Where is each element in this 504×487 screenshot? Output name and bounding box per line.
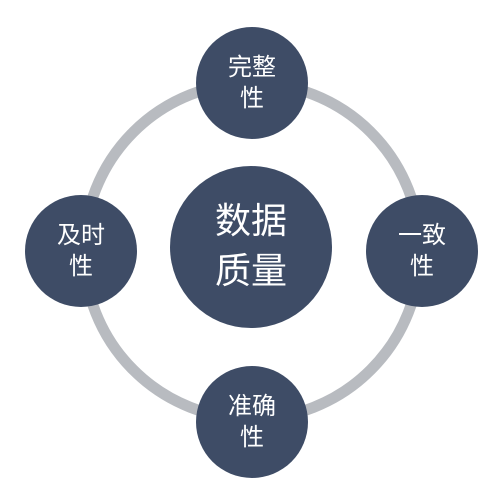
node-label-timeliness: 及时 性: [57, 220, 105, 280]
node-label-completeness: 完整 性: [228, 52, 276, 112]
node-label-consistency: 一致 性: [398, 220, 446, 280]
center-node-label: 数据 质量: [214, 200, 287, 292]
node-consistency: 一致 性: [366, 195, 478, 307]
node-accuracy: 准确 性: [196, 366, 308, 478]
center-node-data-quality: 数据 质量: [170, 166, 332, 328]
node-completeness: 完整 性: [196, 27, 308, 139]
node-label-accuracy: 准确 性: [228, 391, 276, 451]
node-timeliness: 及时 性: [25, 195, 137, 307]
